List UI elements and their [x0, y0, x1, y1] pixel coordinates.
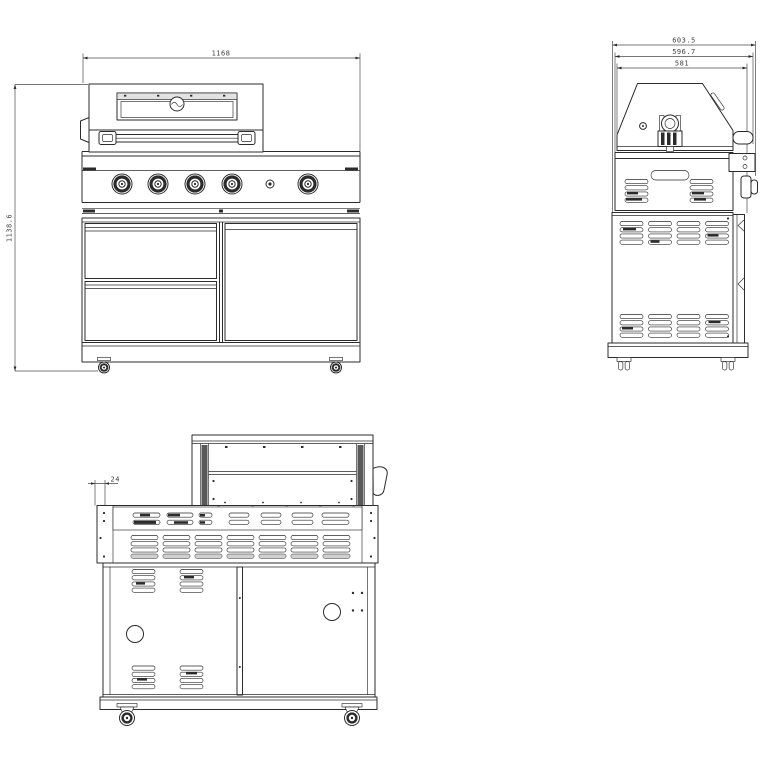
grill-hood-side	[616, 83, 754, 152]
lower-vent-rows	[131, 536, 350, 559]
front-width-label: 1168	[212, 50, 231, 58]
caster-rear-left	[115, 702, 139, 727]
plinth-front	[81, 342, 361, 363]
burner-knob-4	[220, 172, 244, 196]
caster-side-left	[616, 357, 632, 371]
grill-hood-rear	[191, 434, 388, 508]
dimension-rear-offset: 24	[88, 476, 120, 509]
trim-bands-front	[82, 207, 360, 214]
cabinet-rear	[99, 562, 378, 727]
drawer-bottom	[84, 281, 217, 341]
dimension-front-height: 1138.6	[6, 84, 98, 372]
side-dim-1-label: 603.5	[672, 37, 696, 45]
side-burner-knob	[296, 172, 320, 196]
rear-divider	[236, 566, 243, 696]
base-side	[607, 342, 749, 358]
cabinet-door-front	[224, 223, 358, 341]
caster-side-right	[720, 357, 736, 371]
side-dim-2-label: 596.7	[672, 48, 696, 56]
side-burner-bracket	[728, 153, 756, 172]
caster-front-right	[328, 356, 344, 374]
door-edge-hinges	[732, 214, 745, 344]
grill-hood-front	[80, 83, 264, 153]
side-dim-3-label: 581	[675, 60, 689, 68]
hood-handle	[98, 131, 256, 145]
ignition-button	[265, 179, 275, 189]
hood-vent-slot	[710, 92, 725, 111]
burner-knob-2	[146, 172, 170, 196]
caster-rear-right	[340, 702, 364, 727]
rotisserie-motor	[657, 114, 683, 152]
cabinet-front	[81, 217, 361, 374]
back-panel-rear	[96, 505, 379, 564]
burner-knob-1	[110, 172, 134, 196]
control-panel-front	[82, 172, 360, 203]
worktop-front	[81, 151, 361, 203]
dimension-side-mid: 596.7	[614, 48, 754, 152]
side-knob-profile	[740, 175, 758, 199]
base-rear	[99, 696, 378, 710]
upper-vent-row	[132, 512, 350, 525]
burner-knob-3	[183, 172, 207, 196]
hood-logo-badge	[169, 96, 185, 112]
side-view: 603.5 596.7 581	[607, 37, 758, 371]
front-view: 1168 1138.6	[6, 50, 361, 374]
hood-handle-hook-rear	[372, 466, 388, 496]
rear-offset-label: 24	[111, 476, 120, 484]
hood-screw	[639, 122, 647, 130]
gas-access-hole-right	[323, 603, 341, 621]
caster-front-left	[96, 356, 112, 374]
side-panel-upper	[614, 152, 758, 211]
front-height-label: 1138.6	[6, 214, 14, 242]
panel-handle-cutout	[650, 170, 690, 181]
rear-view: 24	[88, 434, 388, 727]
hood-handle-side	[732, 131, 754, 145]
cabinet-side	[607, 212, 749, 371]
drawer-top	[84, 223, 217, 279]
dimension-front-width: 1168	[82, 50, 361, 151]
hood-side-bracket	[80, 117, 90, 143]
gas-access-hole-left	[126, 625, 144, 643]
